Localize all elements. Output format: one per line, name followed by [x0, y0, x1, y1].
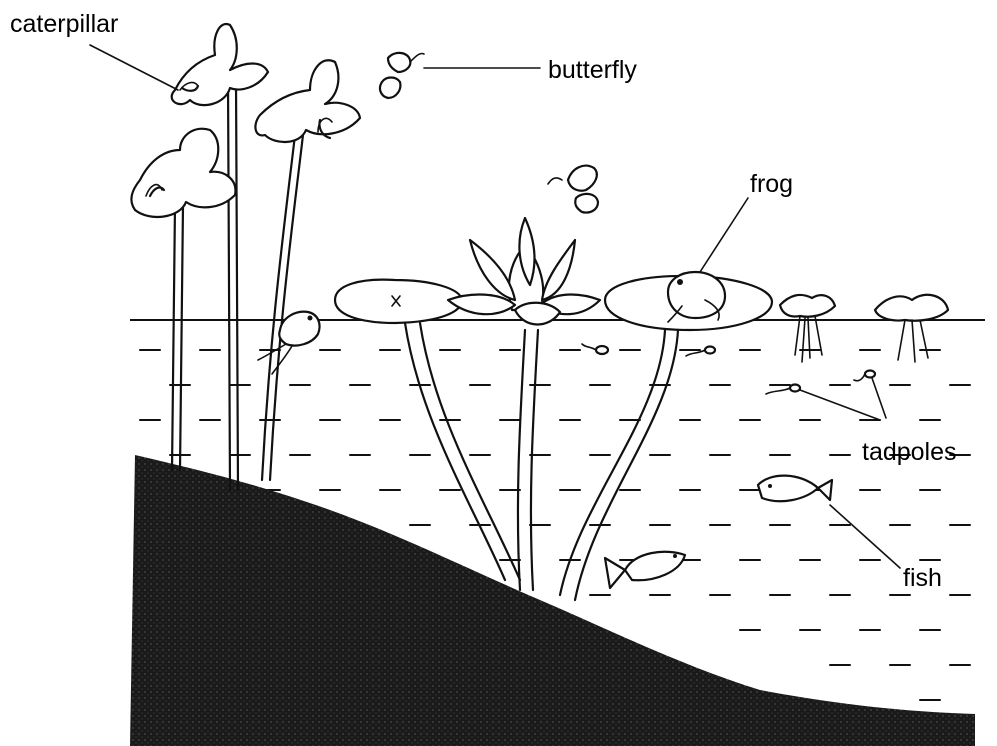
- water-lily-flower: [448, 218, 600, 325]
- frog-label: frog: [750, 172, 793, 197]
- soil-bank: [130, 455, 975, 746]
- flower-top: [172, 24, 268, 105]
- tadpoles-icon: [582, 344, 886, 420]
- frog-2-icon: [258, 312, 320, 374]
- frog-pointer: [700, 198, 748, 272]
- tadpoles-pointer-1: [800, 390, 880, 420]
- fish-label: fish: [903, 566, 942, 591]
- butterfly-label: butterfly: [548, 58, 637, 83]
- floating-plants: [780, 295, 948, 362]
- butterfly-2-icon: [548, 166, 598, 213]
- caterpillar-pointer: [90, 45, 178, 90]
- tadpoles-label: tadpoles: [862, 440, 957, 465]
- caterpillar-label: caterpillar: [10, 12, 118, 37]
- fish-pointer: [830, 505, 900, 568]
- fish-2-icon: [605, 552, 685, 588]
- flower-lower: [131, 129, 235, 217]
- butterfly-icon: [380, 53, 540, 98]
- flower-right: [255, 60, 360, 142]
- tadpoles-pointer-2: [872, 378, 886, 418]
